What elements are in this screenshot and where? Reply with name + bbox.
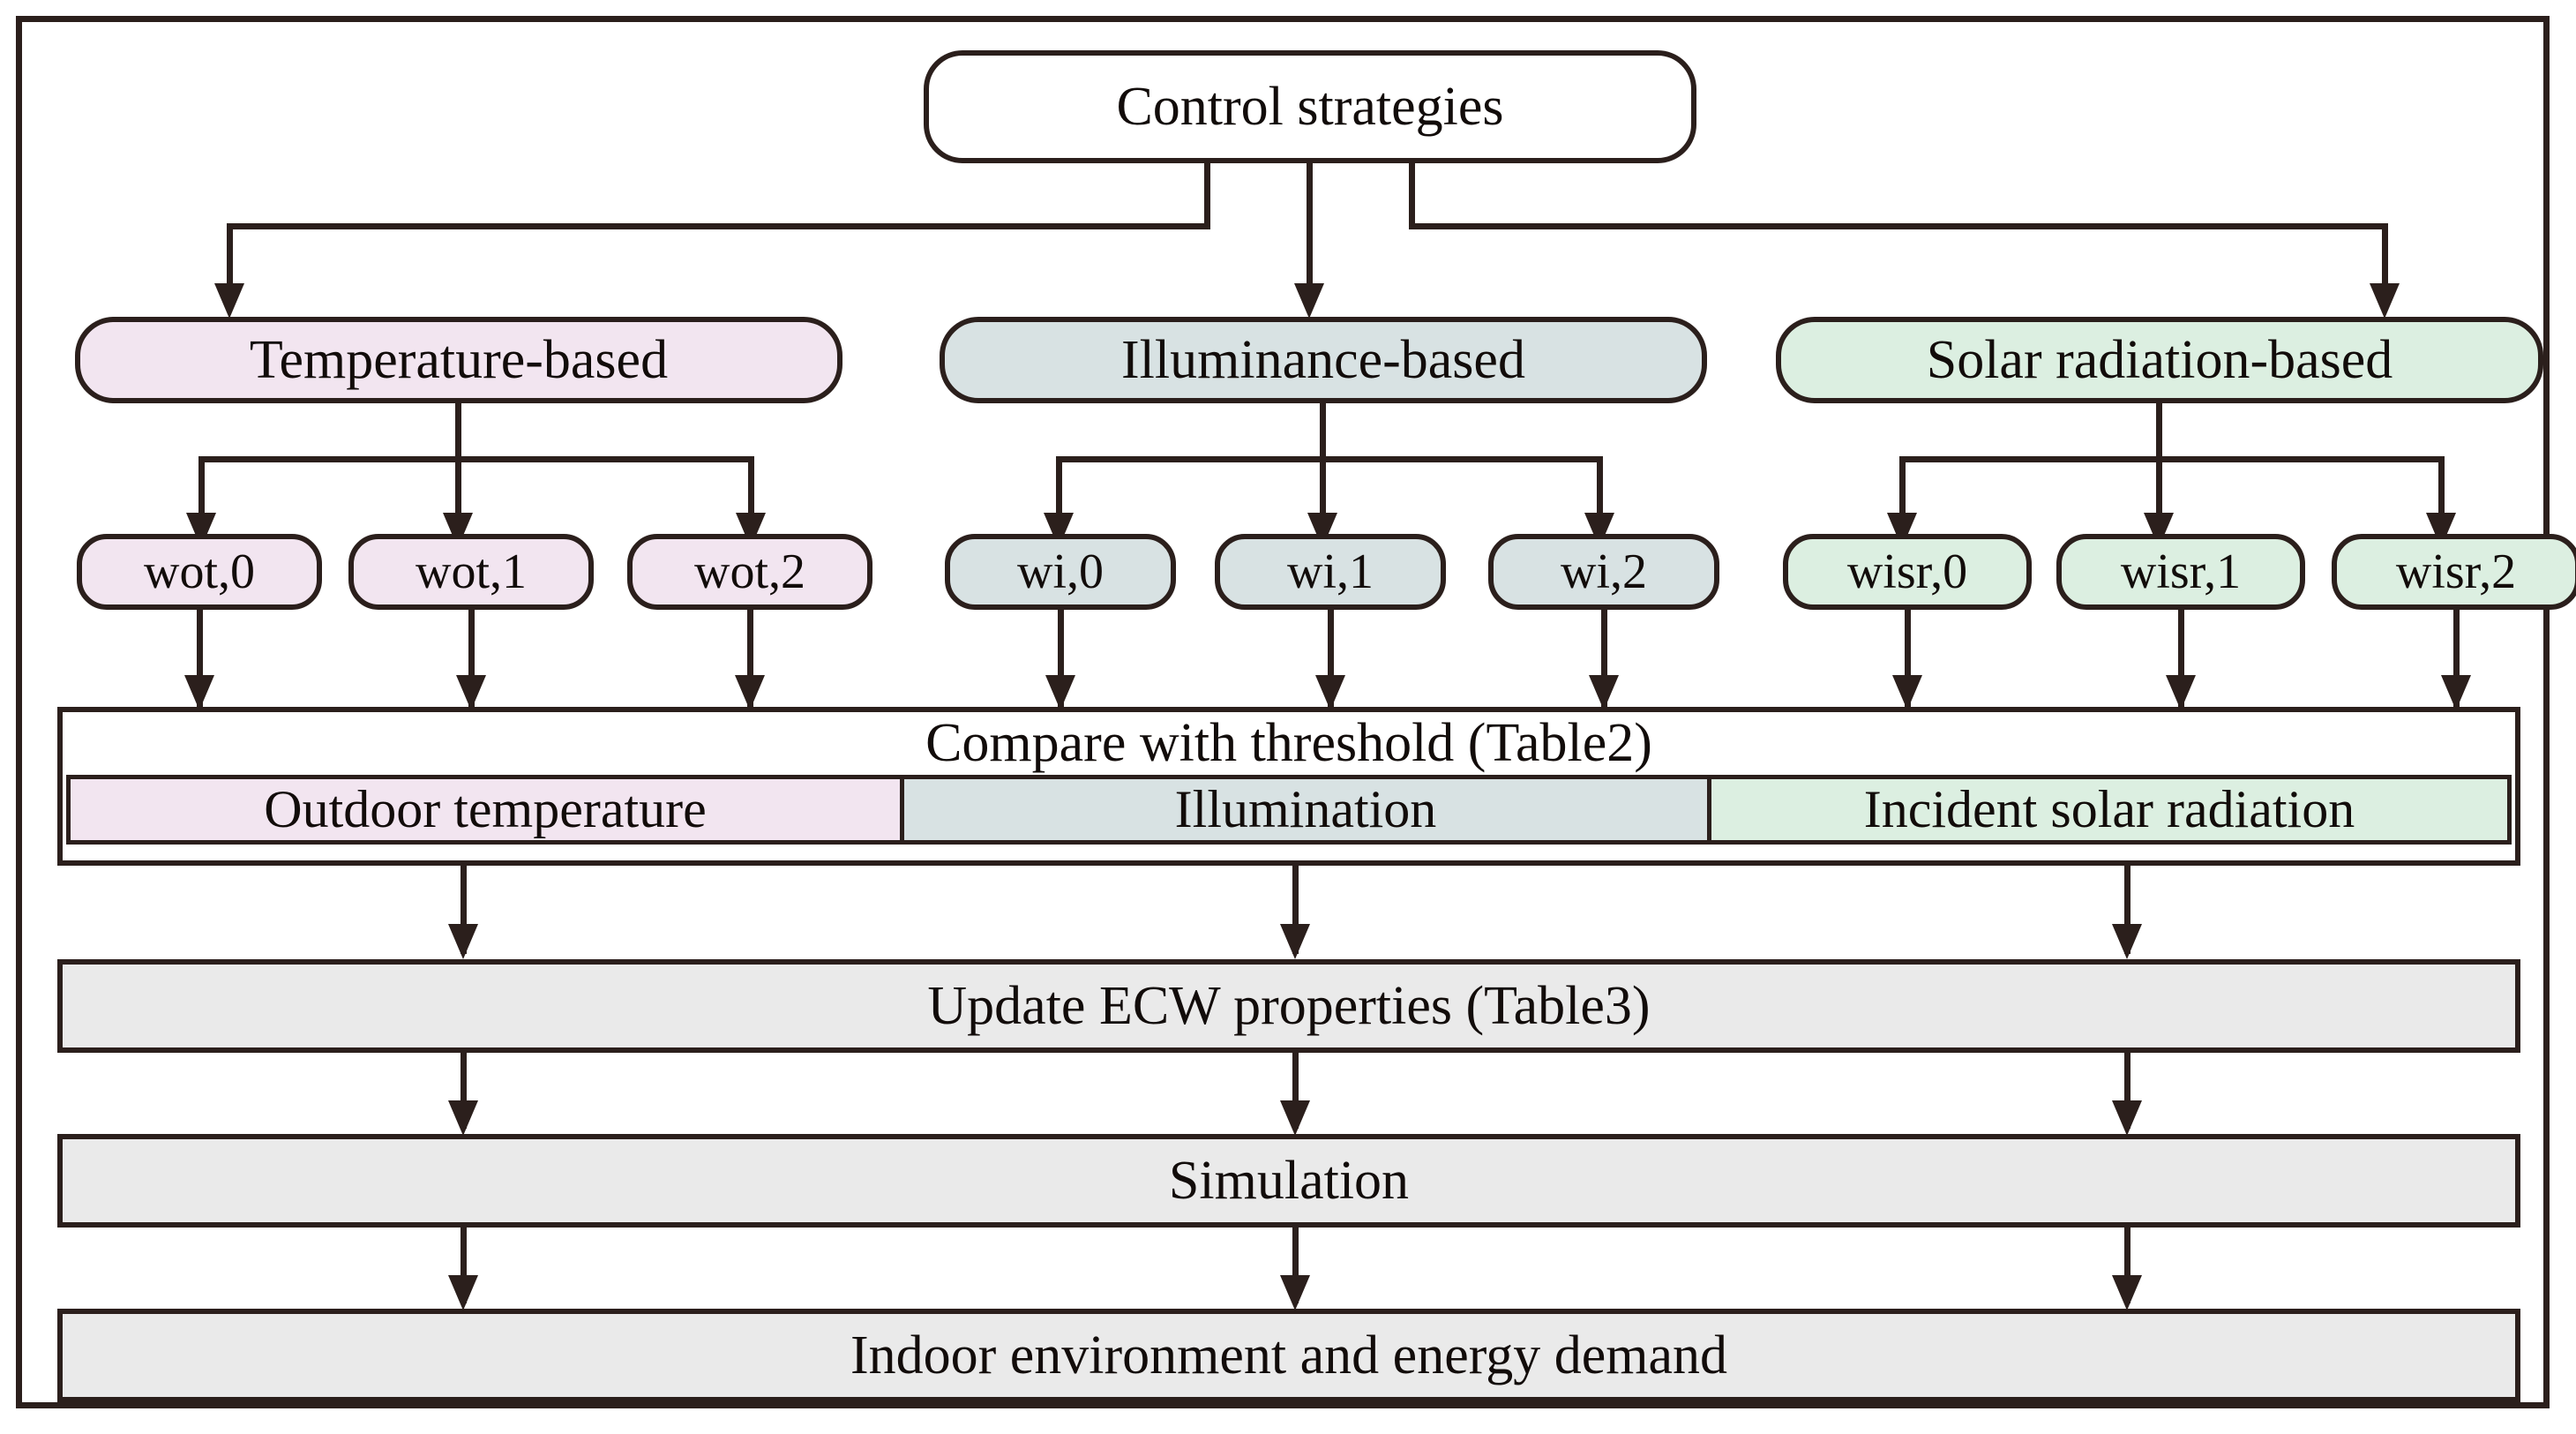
connector-simulation-to-output-center (1292, 1228, 1299, 1303)
node-wot-2: wot,2 (627, 534, 872, 610)
connector-solar-drop-3 (2438, 456, 2445, 518)
connector-wisr0-to-compare (1905, 608, 1911, 707)
connector-root-down-right (2382, 223, 2388, 289)
connector-root-down-left (227, 223, 233, 289)
compare-cell-incident-solar-radiation: Incident solar radiation (1707, 779, 2507, 840)
node-wi-0: wi,0 (945, 534, 1176, 610)
node-wot-1: wot,1 (348, 534, 594, 610)
connector-root-bar-right (1409, 223, 2388, 229)
node-solar-radiation-based: Solar radiation-based (1776, 317, 2543, 403)
arrowhead-to-solar (2370, 283, 2400, 319)
connector-temp-drop-1 (198, 456, 205, 518)
arrowhead-wisr1-to-compare (2166, 675, 2196, 710)
node-wisr-0: wisr,0 (1783, 534, 2032, 610)
arrowhead-ecw-to-simulation-right (2112, 1100, 2142, 1136)
arrowhead-wi0-to-compare (1045, 675, 1075, 710)
arrowhead-simulation-to-output-left (448, 1275, 478, 1310)
compare-title: Compare with threshold (Table2) (925, 713, 1652, 773)
node-label: wot,2 (694, 544, 805, 599)
node-label: Update ECW properties (Table3) (927, 976, 1651, 1036)
arrowhead-to-temperature (214, 283, 244, 319)
connector-wisr2-to-compare (2453, 608, 2460, 707)
connector-temp-drop-3 (748, 456, 754, 518)
connector-root-bar-left (227, 223, 1210, 229)
connector-illum-drop-3 (1597, 456, 1603, 518)
node-simulation: Simulation (57, 1134, 2520, 1228)
node-label: Simulation (1168, 1151, 1410, 1211)
arrowhead-compare-to-ecw-left (448, 924, 478, 959)
arrowhead-wot1-to-compare (456, 675, 486, 710)
connector-ecw-to-simulation-left (461, 1053, 467, 1129)
connector-wot2-to-compare (747, 608, 753, 707)
arrowhead-simulation-to-output-center (1280, 1275, 1310, 1310)
connector-simulation-to-output-left (461, 1228, 467, 1303)
arrowhead-wot0-to-compare (184, 675, 214, 710)
connector-root-stub-left (1204, 161, 1210, 227)
compare-with-threshold-block: Compare with threshold (Table2) Outdoor … (57, 707, 2520, 866)
arrowhead-wot2-to-compare (735, 675, 765, 710)
connector-temp-bar (198, 456, 754, 462)
arrowhead-wisr0-to-compare (1892, 675, 1922, 710)
arrowhead-to-illuminance (1294, 283, 1324, 319)
connector-compare-to-ecw-left (461, 866, 467, 954)
node-indoor-environment-energy-demand: Indoor environment and energy demand (57, 1309, 2520, 1402)
connector-wi1-to-compare (1328, 608, 1334, 707)
node-label: Temperature-based (249, 330, 669, 390)
compare-cell-illumination: Illumination (900, 779, 1707, 840)
arrowhead-simulation-to-output-right (2112, 1275, 2142, 1310)
compare-cell-label: Incident solar radiation (1863, 780, 2355, 838)
diagram-frame: Control strategies Temperature-based Ill… (16, 16, 2576, 1408)
compare-cells-row: Outdoor temperature Illumination Inciden… (66, 775, 2512, 845)
node-label: wisr,2 (2395, 544, 2517, 599)
arrowhead-wisr2-to-compare (2441, 675, 2471, 710)
connector-wot0-to-compare (197, 608, 203, 707)
node-label: wi,1 (1287, 544, 1374, 599)
node-label: Control strategies (1116, 77, 1504, 137)
node-label: wot,0 (144, 544, 255, 599)
node-label: Indoor environment and energy demand (850, 1325, 1727, 1385)
connector-ecw-to-simulation-center (1292, 1053, 1299, 1129)
compare-cell-outdoor-temperature: Outdoor temperature (71, 779, 900, 840)
connector-root-stub-center (1307, 161, 1313, 289)
connector-compare-to-ecw-center (1292, 866, 1299, 954)
arrowhead-wi1-to-compare (1315, 675, 1345, 710)
arrowhead-ecw-to-simulation-center (1280, 1100, 1310, 1136)
connector-wi0-to-compare (1058, 608, 1064, 707)
connector-wot1-to-compare (468, 608, 475, 707)
connector-simulation-to-output-right (2124, 1228, 2130, 1303)
node-illuminance-based: Illuminance-based (940, 317, 1707, 403)
connector-root-stub-right (1409, 161, 1415, 227)
node-control-strategies: Control strategies (924, 50, 1696, 163)
node-wot-0: wot,0 (77, 534, 322, 610)
connector-ecw-to-simulation-right (2124, 1053, 2130, 1129)
connector-wi2-to-compare (1601, 608, 1607, 707)
node-label: Illuminance-based (1121, 330, 1525, 390)
connector-illum-bar (1056, 456, 1603, 462)
node-wisr-2: wisr,2 (2332, 534, 2576, 610)
node-temperature-based: Temperature-based (75, 317, 842, 403)
node-label: Solar radiation-based (1926, 330, 2393, 390)
node-update-ecw-properties: Update ECW properties (Table3) (57, 959, 2520, 1053)
compare-cell-label: Outdoor temperature (264, 780, 707, 838)
connector-solar-drop-1 (1899, 456, 1906, 518)
compare-cell-label: Illumination (1174, 780, 1437, 838)
arrowhead-compare-to-ecw-center (1280, 924, 1310, 959)
connector-compare-to-ecw-right (2124, 866, 2130, 954)
node-label: wot,1 (416, 544, 527, 599)
arrowhead-ecw-to-simulation-left (448, 1100, 478, 1136)
connector-solar-bar (1899, 456, 2445, 462)
node-wi-1: wi,1 (1215, 534, 1446, 610)
node-wisr-1: wisr,1 (2056, 534, 2305, 610)
node-label: wisr,0 (1846, 544, 1968, 599)
connector-illum-drop-1 (1056, 456, 1062, 518)
arrowhead-wi2-to-compare (1589, 675, 1619, 710)
connector-wisr1-to-compare (2178, 608, 2184, 707)
node-wi-2: wi,2 (1488, 534, 1719, 610)
node-label: wi,2 (1561, 544, 1647, 599)
arrowhead-compare-to-ecw-right (2112, 924, 2142, 959)
node-label: wisr,1 (2120, 544, 2242, 599)
node-label: wi,0 (1017, 544, 1104, 599)
